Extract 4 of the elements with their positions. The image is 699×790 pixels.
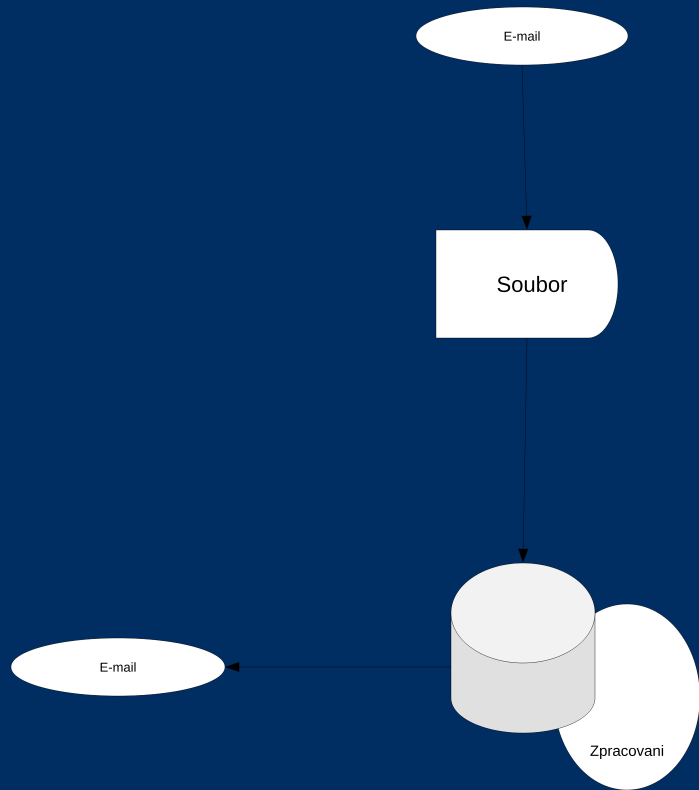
arrow — [522, 65, 532, 230]
arrow — [518, 338, 528, 562]
database-cylinder — [450, 562, 596, 734]
arrow — [226, 662, 451, 672]
